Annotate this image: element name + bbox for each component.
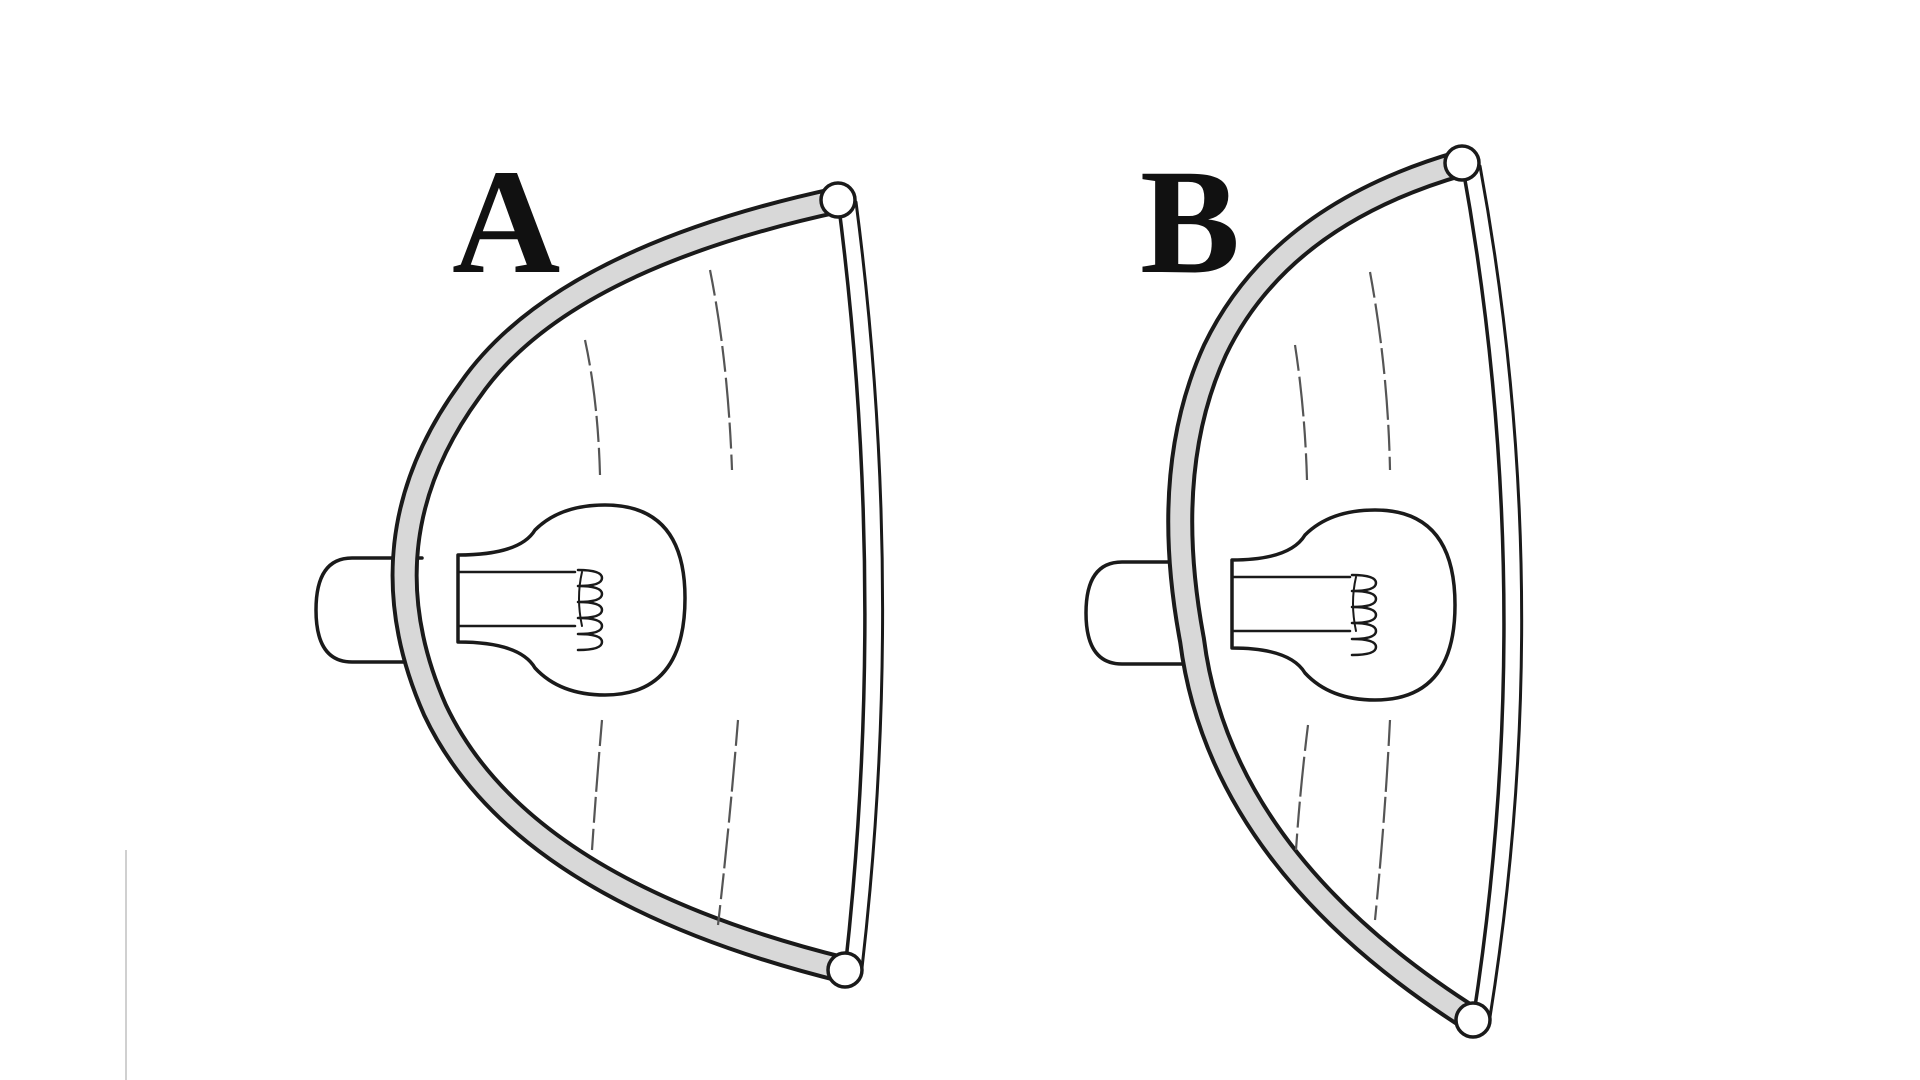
lamp-b-socket bbox=[1084, 560, 1194, 666]
lamp-a-socket bbox=[314, 556, 424, 664]
lamp-b-bulb bbox=[1230, 508, 1457, 702]
reflector-b-bottom-knob bbox=[1454, 1001, 1492, 1039]
reflector-b-dish bbox=[1166, 149, 1524, 1034]
panel-a: A bbox=[314, 139, 885, 989]
reflector-a-bottom-knob bbox=[826, 951, 864, 989]
panel-b: B bbox=[1084, 139, 1524, 1039]
panel-a-label: A bbox=[452, 139, 560, 305]
reflector-a-top-knob bbox=[819, 181, 857, 219]
panel-b-label: B bbox=[1140, 139, 1240, 305]
reflector-b-top-knob bbox=[1443, 144, 1481, 182]
reflector-a-dish bbox=[390, 186, 885, 984]
lamp-a-bulb bbox=[456, 503, 687, 697]
